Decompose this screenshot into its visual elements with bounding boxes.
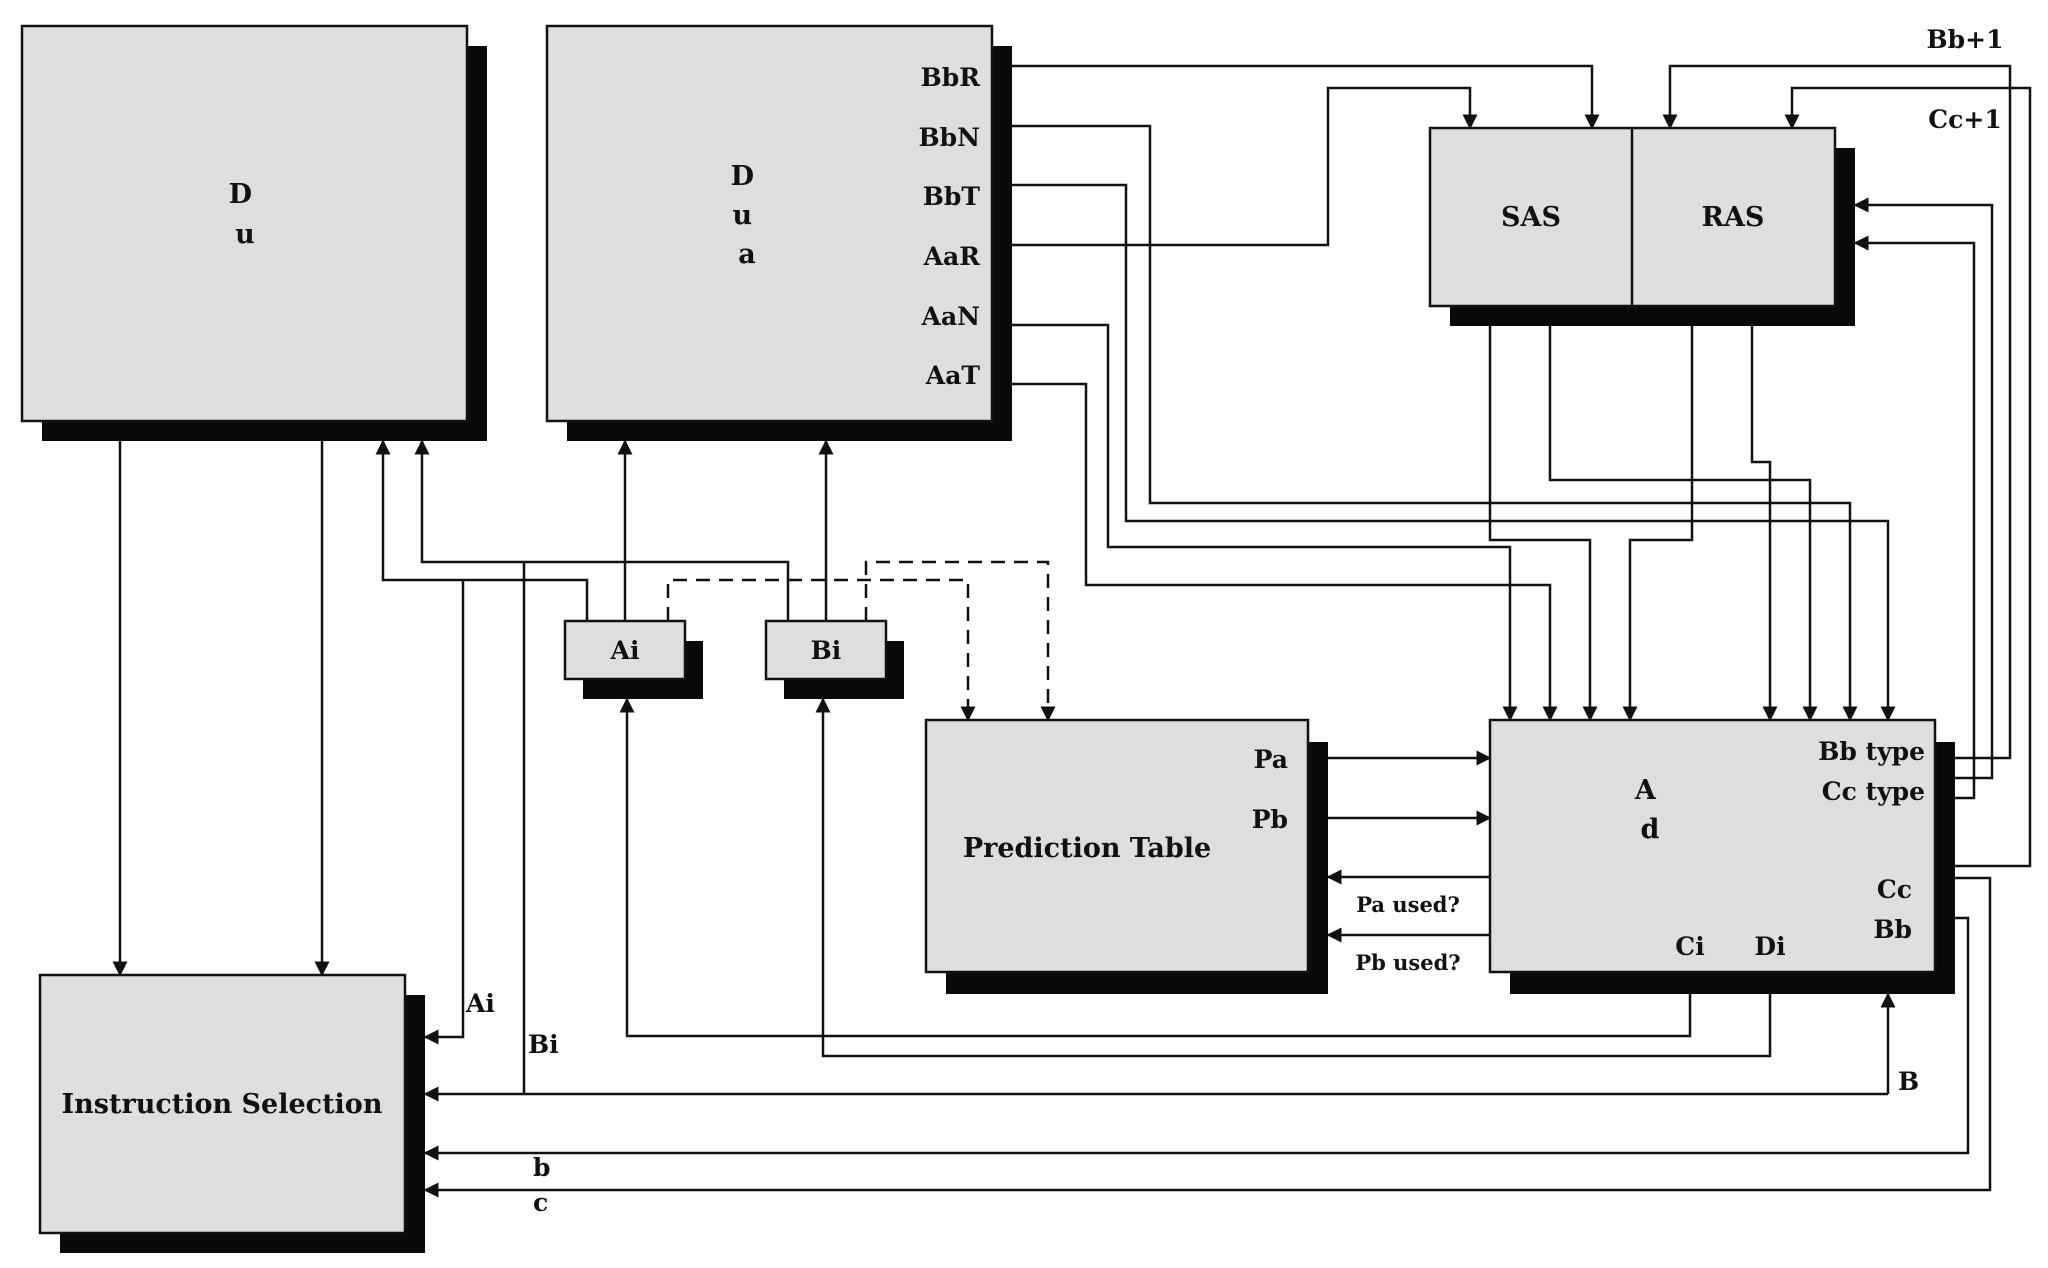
ag-port-bb: Bb [1873, 915, 1912, 944]
ag-port-bb-type: Bb type [1818, 737, 1925, 766]
wire-ras2-to-ag [1750, 326, 1778, 722]
label-bi: Bi [528, 1030, 559, 1059]
wire-bi-to-prediction-dashed [864, 560, 1056, 722]
bi-register-label: Bi [811, 636, 842, 665]
label-b: b [533, 1153, 550, 1182]
btb-port-aat: AaT [925, 361, 981, 390]
ag-port-cc-type: Cc type [1822, 777, 1925, 806]
ras-label: RAS [1702, 202, 1765, 233]
wire-bbt-to-ag [1012, 183, 1896, 722]
bi-register: Bi [764, 619, 904, 699]
wire-sas1-to-ag [1488, 326, 1598, 722]
prediction-port-pb: Pb [1252, 805, 1288, 834]
btb-block: D u a BbR BbN BbT AaR AaN AaT [545, 24, 1012, 441]
btb-port-bbn: BbN [919, 123, 980, 152]
label-B: B [1898, 1067, 1919, 1096]
label-bb-plus-1: Bb+1 [1927, 25, 2004, 54]
wire-aat-to-ag [1012, 382, 1558, 722]
btb-title: D u a [731, 161, 764, 270]
wire-di-to-bi [815, 697, 1772, 1058]
label-cc-plus-1: Cc+1 [1928, 105, 2001, 134]
btb-port-bbt: BbT [923, 182, 981, 211]
instruction-selection-title: Instruction Selection [62, 1089, 383, 1120]
wire-bbn-to-ag [1012, 124, 1858, 722]
wire-bbr-to-ras [1012, 64, 1600, 130]
btb-port-aan: AaN [921, 302, 980, 331]
ag-port-di: Di [1754, 932, 1785, 961]
icache-block: D u [20, 24, 487, 441]
sas-label: SAS [1501, 202, 1561, 233]
label-pb-used: Pb used? [1355, 950, 1460, 975]
address-generator-block: A d Bb type Cc type Cc Bb Ci Di [1488, 718, 1955, 994]
icache-title: D u [229, 179, 262, 250]
signal-labels: Bb+1 Cc+1 Pa used? Pb used? Ai Bi B b c [465, 25, 2003, 1217]
ag-port-ci: Ci [1675, 932, 1704, 961]
btb-port-aar: AaR [923, 242, 981, 271]
ai-register: Ai [563, 619, 703, 699]
wire-ai-to-prediction-dashed [666, 578, 976, 722]
prediction-table-block: Prediction Table Pa Pb [924, 718, 1328, 994]
wire-cc-to-c [423, 876, 1992, 1198]
wire-aan-to-ag [1012, 323, 1518, 722]
wire-aar-to-sas [1012, 86, 1478, 247]
prediction-table-title: Prediction Table [963, 833, 1211, 864]
address-generator-title: A d [1634, 775, 1665, 845]
wire-bb-to-b [423, 916, 1970, 1161]
wire-sas2-to-ag [1548, 326, 1818, 722]
wire-ci-to-ai [619, 697, 1692, 1038]
wire-cc-plus-1 [1784, 86, 2032, 868]
label-pa-used: Pa used? [1356, 892, 1460, 917]
ai-register-label: Ai [610, 636, 640, 665]
wires [112, 64, 2032, 1198]
wire-ai-to-selection [423, 580, 465, 1045]
wire-ai-to-icache [375, 439, 589, 621]
btb-port-bbr: BbR [921, 63, 981, 92]
sas-ras-block: SAS RAS [1428, 126, 1855, 326]
wire-bi-to-icache [414, 439, 790, 621]
instruction-selection-block: Instruction Selection [38, 973, 425, 1253]
prediction-port-pa: Pa [1254, 745, 1288, 774]
label-ai: Ai [465, 989, 495, 1018]
wire-cc-type-to-ras [1853, 235, 1976, 800]
label-c: c [533, 1188, 548, 1217]
ag-port-cc: Cc [1877, 875, 1912, 904]
wire-ras1-to-ag [1622, 326, 1694, 722]
wire-bb-type-to-ras [1853, 197, 1994, 780]
